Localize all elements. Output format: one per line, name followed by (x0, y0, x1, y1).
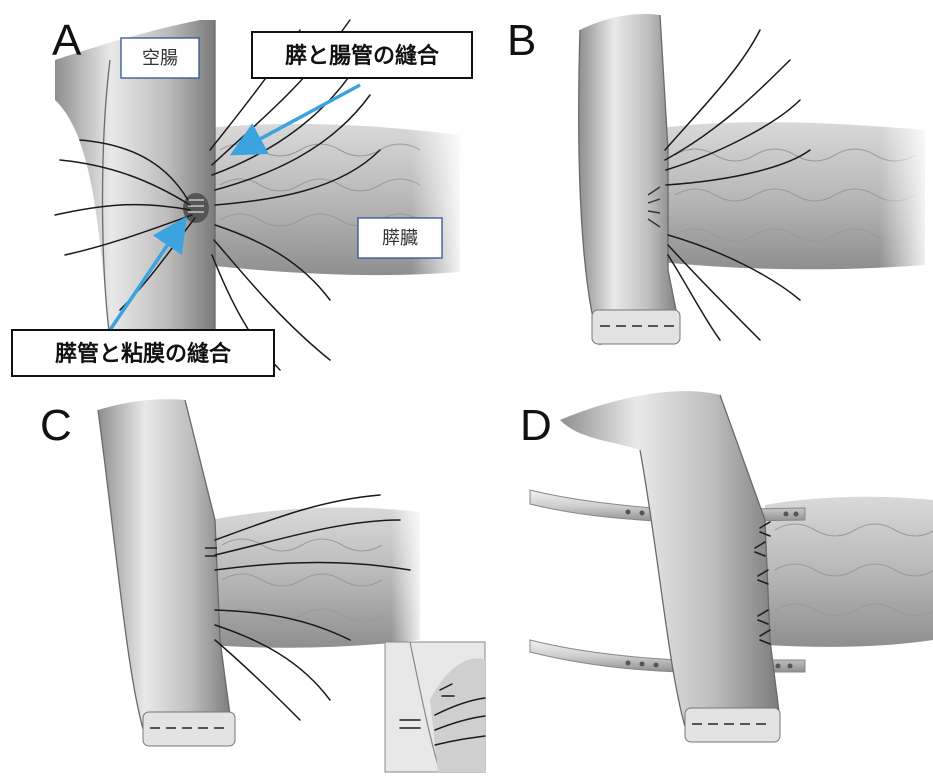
panel-letter-c: C (40, 401, 72, 450)
panel-a: 空腸 膵臓 膵と腸管の縫合 膵管と粘膜の縫合 A (12, 16, 472, 376)
pancreas-illustration (660, 120, 933, 275)
panel-d: D (520, 391, 933, 742)
callout-duct-mucosa-anastomosis: 膵管と粘膜の縫合 (12, 330, 274, 376)
panel-letter-b: B (507, 16, 536, 65)
label-pancreas: 膵臓 (358, 218, 442, 258)
svg-text:空腸: 空腸 (142, 48, 178, 69)
panel-letter-d: D (520, 401, 552, 450)
pancreas-illustration (210, 500, 425, 655)
panel-c: C (40, 399, 485, 772)
jejunum-illustration (579, 14, 680, 345)
callout-pancreas-gut-anastomosis: 膵と腸管の縫合 (252, 32, 472, 78)
panel-b: B (507, 14, 933, 345)
jejunum-illustration (98, 399, 235, 746)
svg-text:膵管と粘膜の縫合: 膵管と粘膜の縫合 (55, 341, 232, 367)
label-jejunum: 空腸 (121, 38, 199, 78)
svg-text:膵と腸管の縫合: 膵と腸管の縫合 (285, 43, 440, 69)
panel-letter-a: A (52, 16, 82, 65)
jejunum-illustration (560, 391, 780, 742)
svg-text:膵臓: 膵臓 (382, 228, 418, 249)
inset-detail (385, 642, 485, 772)
